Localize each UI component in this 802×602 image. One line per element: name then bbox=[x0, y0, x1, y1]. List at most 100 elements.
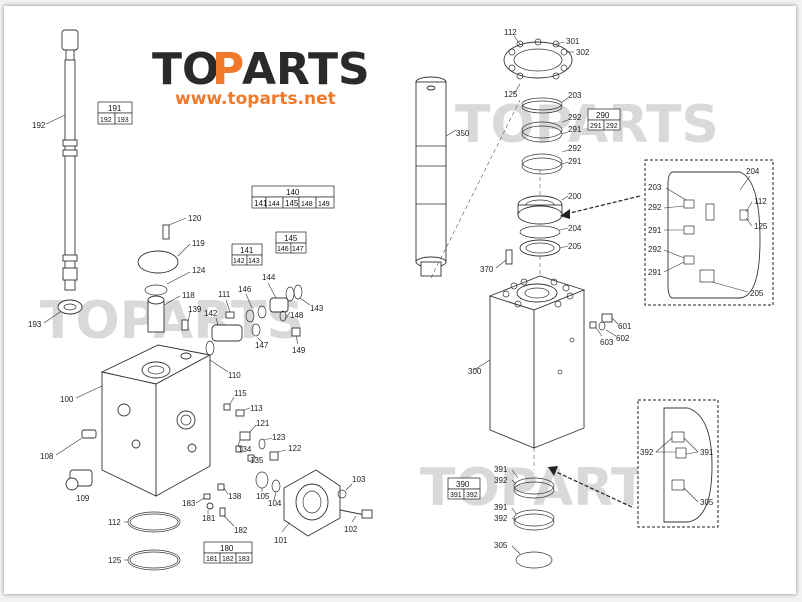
label-181: 181 bbox=[202, 514, 216, 523]
part-204-seal bbox=[519, 225, 569, 239]
label-111: 111 bbox=[218, 290, 231, 299]
label-146: 146 bbox=[238, 285, 252, 294]
label-123: 123 bbox=[272, 433, 286, 442]
svg-text:292: 292 bbox=[606, 123, 618, 130]
svg-text:145: 145 bbox=[284, 234, 298, 243]
part-112-ring-left bbox=[124, 511, 181, 533]
svg-text:144: 144 bbox=[268, 201, 280, 208]
part-111-plug bbox=[225, 299, 235, 319]
svg-text:290: 290 bbox=[596, 111, 610, 120]
label-118: 118 bbox=[182, 291, 195, 300]
svg-text:143: 143 bbox=[248, 258, 260, 265]
part-105-oring bbox=[255, 471, 269, 492]
part-305-ring bbox=[511, 545, 553, 569]
svg-text:191: 191 bbox=[108, 104, 122, 113]
part-101-cover bbox=[281, 469, 341, 537]
detail-label-205: 205 bbox=[750, 289, 764, 298]
part-113-plug bbox=[235, 407, 251, 417]
label-124: 124 bbox=[192, 266, 206, 275]
kit-box-390: 390 391 392 bbox=[447, 477, 481, 500]
part-103-washer bbox=[337, 483, 353, 499]
detail-label-291-b: 291 bbox=[648, 268, 662, 277]
part-193-seal bbox=[43, 299, 83, 324]
label-302: 302 bbox=[576, 48, 590, 57]
part-148-seal bbox=[279, 310, 291, 322]
label-192: 192 bbox=[32, 121, 46, 130]
label-112-top: 112 bbox=[504, 28, 517, 37]
label-139: 139 bbox=[188, 305, 202, 314]
part-143-oring bbox=[285, 284, 311, 306]
svg-text:TOPARTS: TOPARTS bbox=[40, 291, 304, 351]
label-142: 142 bbox=[204, 309, 218, 318]
svg-text:146: 146 bbox=[277, 246, 289, 253]
kit-box-145: 145 146 147 bbox=[275, 231, 307, 254]
label-104: 104 bbox=[268, 499, 282, 508]
label-134: 134 bbox=[238, 445, 252, 454]
part-100-valve-body bbox=[75, 344, 212, 497]
part-134-fitting bbox=[235, 439, 243, 453]
part-200-bushing bbox=[517, 195, 569, 225]
label-204: 204 bbox=[568, 224, 582, 233]
part-147-seal bbox=[251, 323, 263, 343]
part-125-ring-top bbox=[513, 83, 521, 95]
part-138-plug bbox=[217, 483, 229, 495]
part-182-spring bbox=[219, 507, 235, 527]
part-602-oring bbox=[598, 321, 617, 337]
detail-view-upper bbox=[644, 159, 774, 306]
label-125-left: 125 bbox=[108, 556, 122, 565]
label-113: 113 bbox=[250, 404, 263, 413]
part-292-291-seal-set-2 bbox=[521, 149, 569, 175]
svg-text:141: 141 bbox=[240, 246, 254, 255]
exploded-parts-diagram: TOPARTS TOPARTS TOPARTS TO P ARTS www.to… bbox=[28, 28, 774, 571]
svg-text:181: 181 bbox=[206, 556, 218, 563]
label-121: 121 bbox=[256, 419, 270, 428]
detail-label-292-a: 292 bbox=[648, 203, 662, 212]
kit-box-141: 141 142 143 bbox=[231, 243, 263, 266]
detail-label-391: 391 bbox=[700, 448, 714, 457]
detail-label-112: 112 bbox=[754, 197, 767, 206]
detail-label-291-a: 291 bbox=[648, 226, 662, 235]
part-370-pin bbox=[495, 249, 513, 269]
label-391-a: 391 bbox=[494, 465, 508, 474]
label-143: 143 bbox=[310, 304, 324, 313]
diagram-frame: TOPARTS TOPARTS TOPARTS TO P ARTS www.to… bbox=[4, 6, 796, 594]
label-291-b: 291 bbox=[568, 157, 582, 166]
label-100: 100 bbox=[60, 395, 74, 404]
label-103: 103 bbox=[352, 475, 366, 484]
svg-text:291: 291 bbox=[590, 123, 602, 130]
label-292-a: 292 bbox=[568, 113, 582, 122]
svg-text:P: P bbox=[212, 44, 244, 95]
kit-box-191: 191 192 193 bbox=[97, 101, 133, 125]
label-109: 109 bbox=[76, 494, 90, 503]
label-148: 148 bbox=[290, 311, 304, 320]
part-203-seal bbox=[521, 97, 569, 114]
label-291-a: 291 bbox=[568, 125, 582, 134]
part-102-bolt bbox=[339, 509, 373, 523]
part-181-ball bbox=[206, 502, 214, 514]
label-203: 203 bbox=[568, 91, 582, 100]
label-200: 200 bbox=[568, 192, 582, 201]
label-350: 350 bbox=[456, 129, 470, 138]
svg-text:390: 390 bbox=[456, 480, 470, 489]
kit-box-290: 290 291 292 bbox=[587, 108, 621, 131]
label-108: 108 bbox=[40, 452, 54, 461]
part-192-rod bbox=[45, 29, 79, 291]
detail-label-203: 203 bbox=[648, 183, 662, 192]
label-122: 122 bbox=[288, 444, 302, 453]
part-122-plug bbox=[269, 449, 287, 461]
label-120: 120 bbox=[188, 214, 202, 223]
svg-text:148: 148 bbox=[301, 201, 313, 208]
part-149-plug bbox=[291, 327, 301, 345]
toparts-logo: TO P ARTS www.toparts.net bbox=[152, 44, 370, 109]
part-115-plug bbox=[223, 396, 235, 411]
part-300-cylinder bbox=[473, 275, 586, 449]
part-119-cover bbox=[137, 243, 191, 274]
part-292-291-seal-set-1 bbox=[521, 119, 569, 143]
part-124-oring bbox=[144, 271, 191, 296]
part-350-piston bbox=[415, 76, 521, 279]
label-112-left: 112 bbox=[108, 518, 121, 527]
part-391-392-seal-set-1 bbox=[511, 469, 555, 499]
label-135: 135 bbox=[250, 456, 264, 465]
label-601: 601 bbox=[618, 322, 632, 331]
part-146-seals bbox=[245, 293, 267, 323]
